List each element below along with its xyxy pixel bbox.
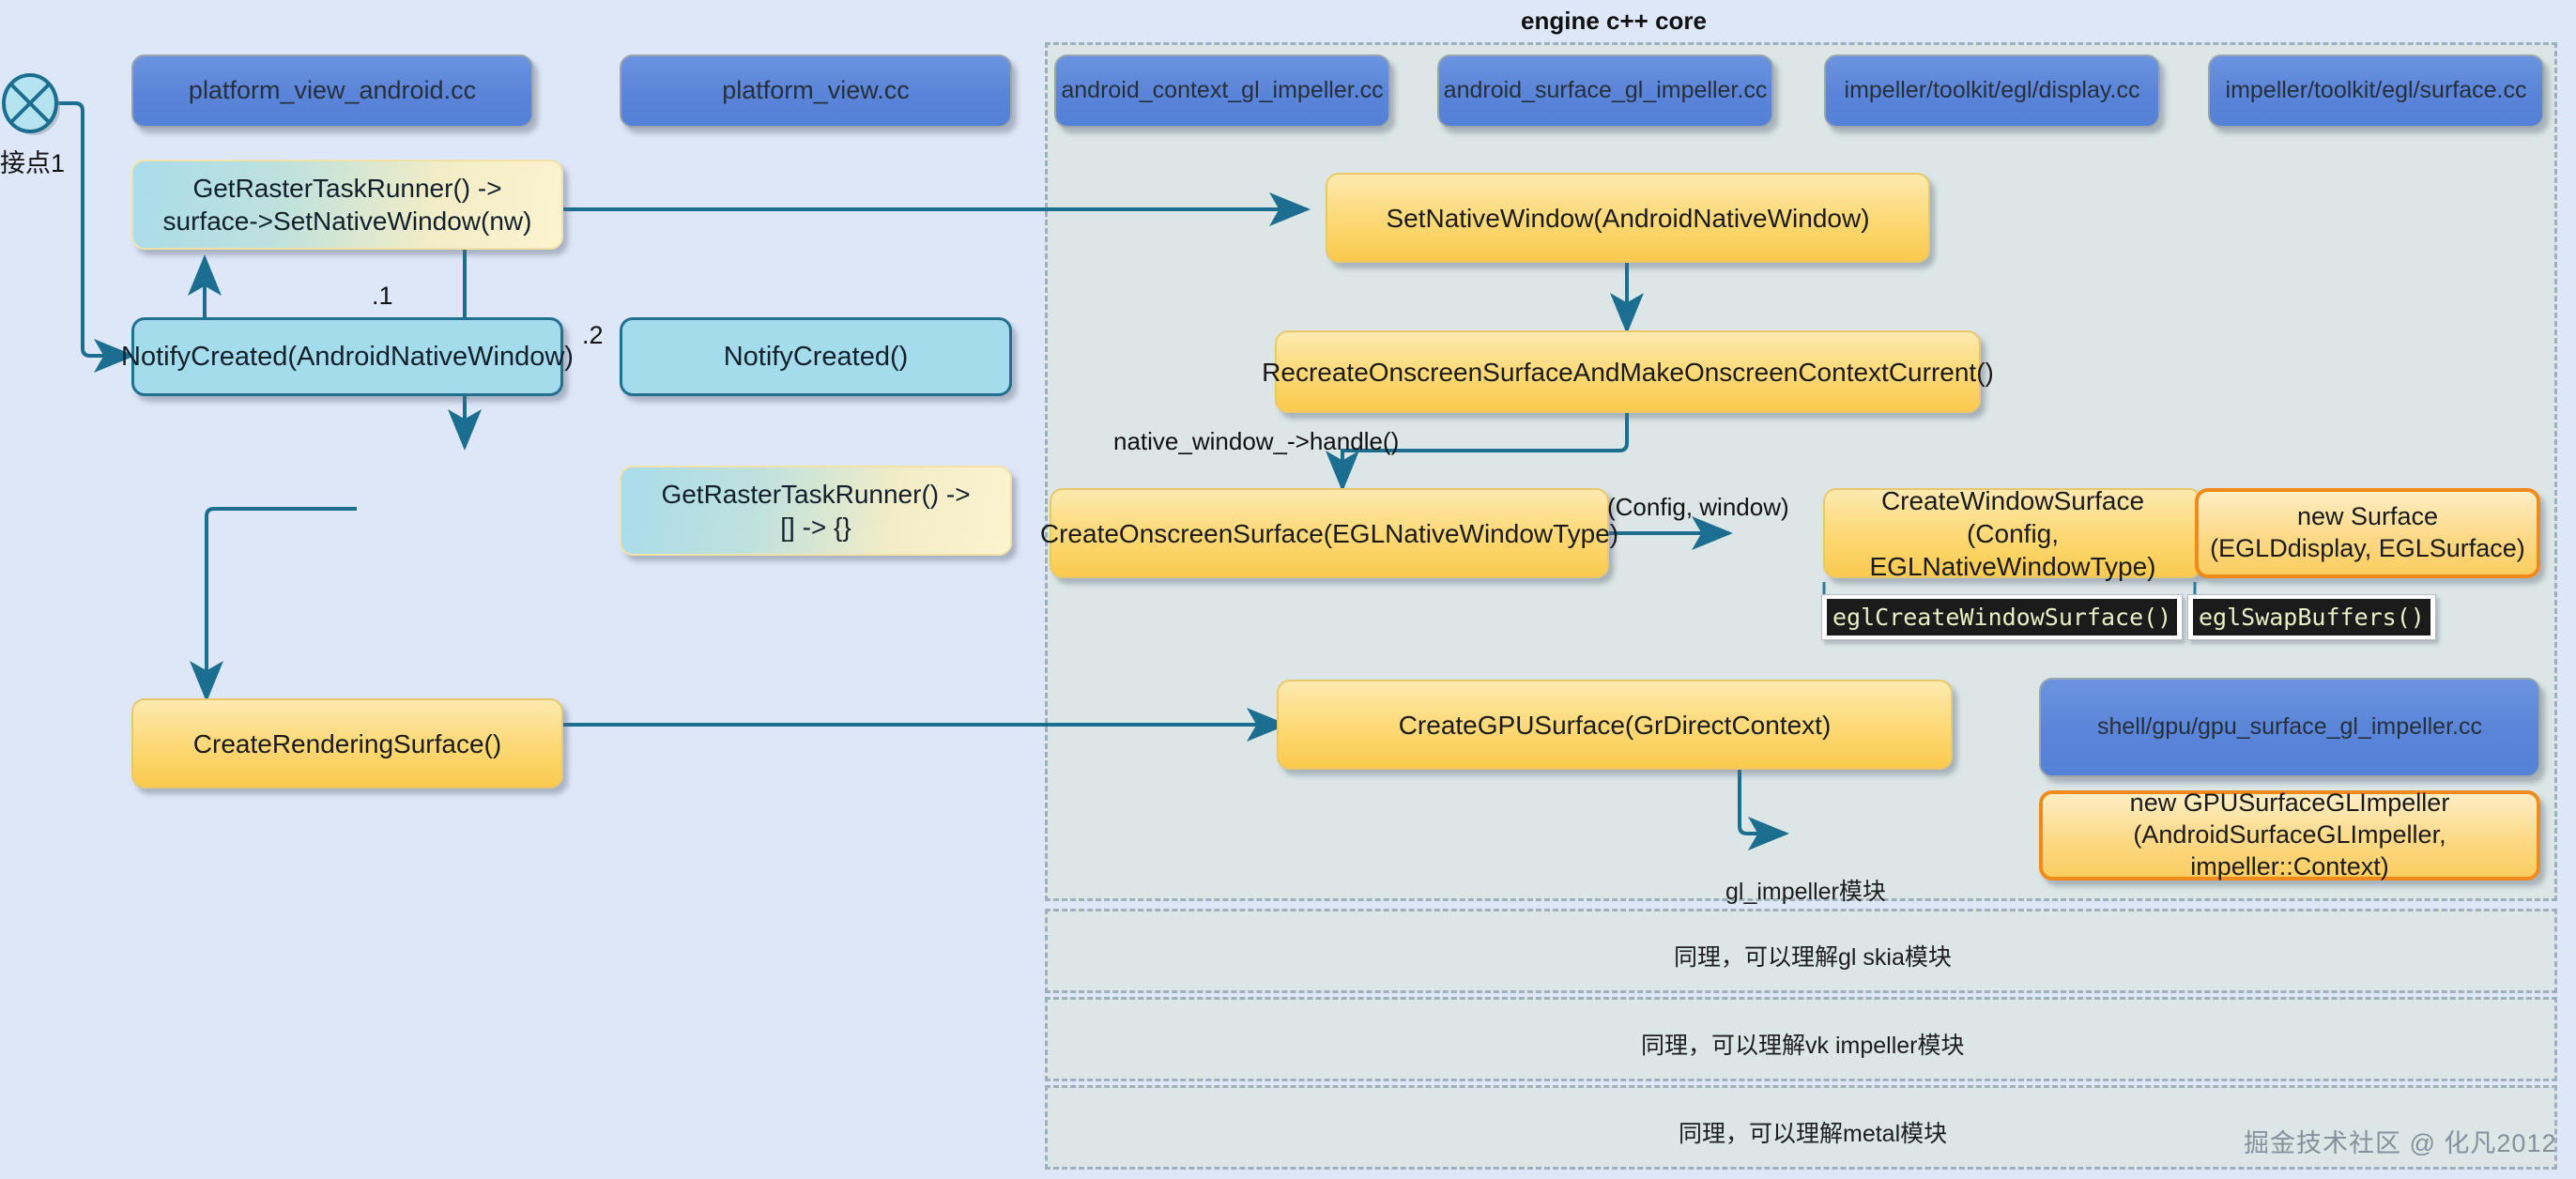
file-node-gpu-surface-gl-impeller[interactable]: shell/gpu/gpu_surface_gl_impeller.cc — [2039, 678, 2540, 777]
group-label-metal: 同理，可以理解metal模块 — [1679, 1121, 1948, 1147]
group-vk-impeller — [1045, 997, 2557, 1081]
node-set-native-window[interactable]: SetNativeWindow(AndroidNativeWindow) — [1326, 173, 1930, 263]
node-get-raster-set-native-window[interactable]: GetRasterTaskRunner() -> surface->SetNat… — [131, 160, 563, 250]
code-chip-label: eglCreateWindowSurface() — [1827, 599, 2178, 635]
group-label-gl-skia: 同理，可以理解gl skia模块 — [1674, 944, 1952, 971]
circle-x-connector-icon — [2, 73, 60, 135]
engine-core-title: engine c++ core — [1521, 7, 1707, 35]
edge-label-native-window-handle: native_window_->handle() — [1113, 427, 1400, 455]
node-create-onscreen-surface[interactable]: CreateOnscreenSurface(EGLNativeWindowTyp… — [1040, 488, 1618, 578]
file-node-platform-view[interactable]: platform_view.cc — [620, 54, 1012, 128]
node-create-rendering-surface[interactable]: CreateRenderingSurface() — [131, 698, 563, 789]
edge-label-step-2: .2 — [582, 321, 604, 349]
edge-label-config-window: (Config, window) — [1607, 493, 1789, 521]
group-metal — [1045, 1085, 2557, 1170]
code-chip-label: eglSwapBuffers() — [2193, 599, 2430, 635]
node-get-raster-task-runner-empty[interactable]: GetRasterTaskRunner() -> [] -> {} — [620, 466, 1012, 556]
node-create-window-surface[interactable]: CreateWindowSurface (Config, EGLNativeWi… — [1823, 486, 2202, 581]
watermark: 掘金技术社区 @ 化凡2012 — [2244, 1129, 2557, 1157]
node-new-surface[interactable]: new Surface (EGLDdisplay, EGLSurface) — [2195, 488, 2540, 578]
node-recreate-onscreen-surface[interactable]: RecreateOnscreenSurfaceAndMakeOnscreenCo… — [1262, 330, 1994, 413]
code-chip-egl-swap-buffers: eglSwapBuffers() — [2187, 594, 2436, 640]
code-chip-egl-create-window-surface: eglCreateWindowSurface() — [1821, 594, 2184, 640]
file-node-android-context-gl-impeller[interactable]: android_context_gl_impeller.cc — [1054, 54, 1390, 128]
node-create-gpu-surface[interactable]: CreateGPUSurface(GrDirectContext) — [1277, 680, 1953, 770]
group-label-gl-impeller: gl_impeller模块 — [1725, 879, 1886, 905]
file-node-egl-display[interactable]: impeller/toolkit/egl/display.cc — [1824, 54, 2160, 128]
connector-label: 接点1 — [0, 149, 66, 177]
group-label-vk-impeller: 同理，可以理解vk impeller模块 — [1641, 1033, 1965, 1059]
group-gl-skia — [1045, 909, 2557, 993]
file-node-android-surface-gl-impeller[interactable]: android_surface_gl_impeller.cc — [1437, 54, 1773, 128]
edge-label-step-1: .1 — [372, 282, 393, 310]
file-node-platform-view-android[interactable]: platform_view_android.cc — [131, 54, 533, 128]
node-notify-created[interactable]: NotifyCreated() — [620, 317, 1012, 396]
node-new-gpu-surface-gl-impeller[interactable]: new GPUSurfaceGLImpeller (AndroidSurface… — [2039, 789, 2540, 880]
file-node-egl-surface[interactable]: impeller/toolkit/egl/surface.cc — [2208, 54, 2544, 128]
node-notify-created-android-native-window[interactable]: NotifyCreated(AndroidNativeWindow) — [121, 317, 574, 396]
